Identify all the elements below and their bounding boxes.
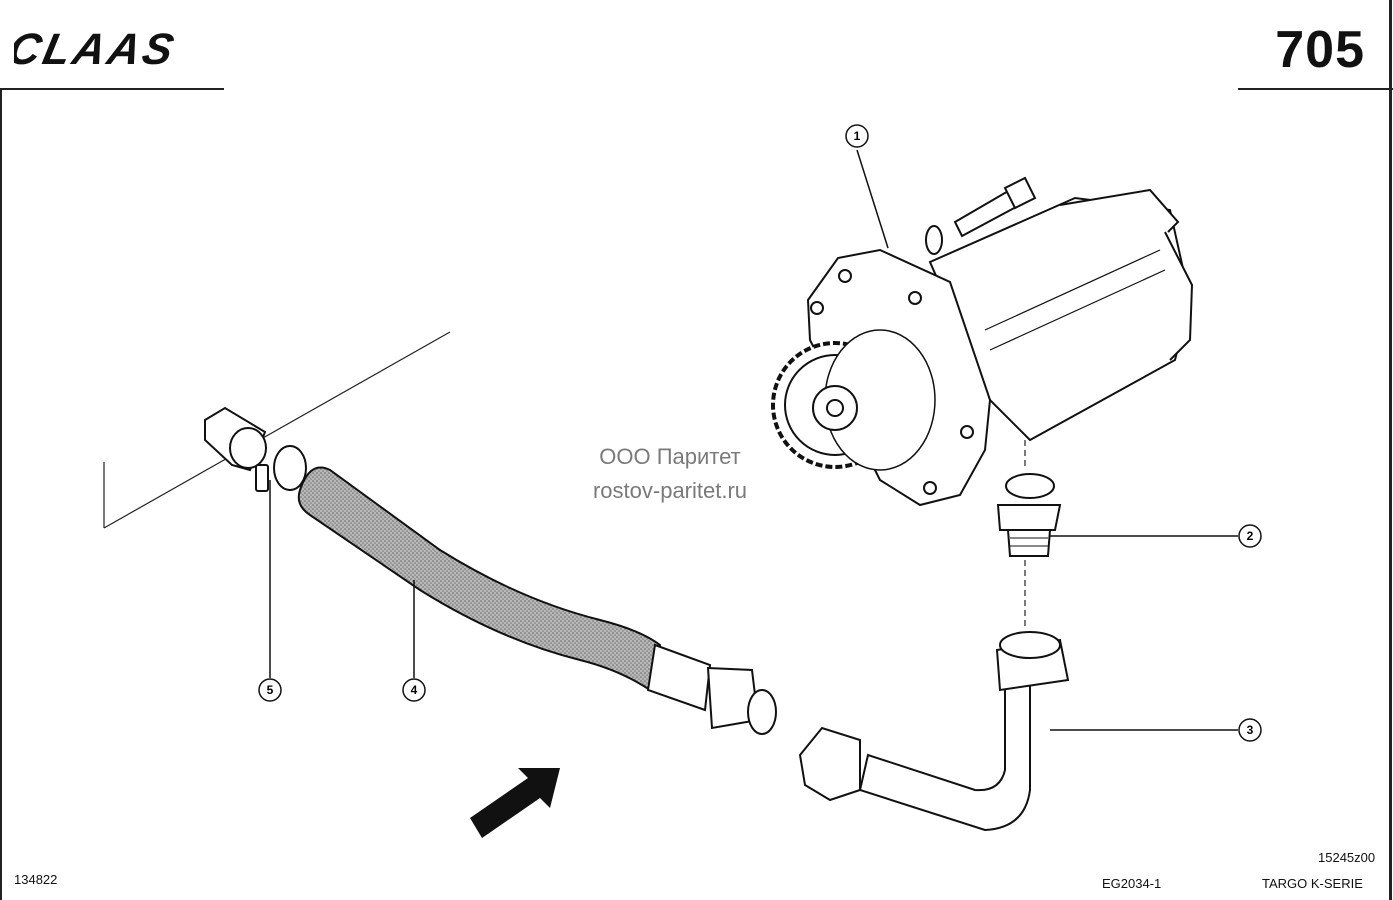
- callout-label-2: 2: [1247, 529, 1254, 543]
- brand-text: CLAAS: [14, 26, 181, 70]
- hose: [297, 466, 777, 735]
- left-border: [0, 88, 2, 900]
- callout-4: [402, 580, 426, 702]
- header-rule-left: [0, 88, 224, 90]
- bent-pipe: [798, 631, 1070, 832]
- header-rule-right: [1238, 88, 1393, 90]
- adapter-fitting: [996, 473, 1062, 557]
- document-number: 134822: [14, 872, 58, 887]
- callout-label-3: 3: [1247, 723, 1254, 737]
- construction-lines: [103, 331, 1026, 630]
- hydraulic-pump: [771, 176, 1194, 507]
- callout-label-4: 4: [411, 683, 418, 697]
- watermark-url: rostov-paritet.ru: [592, 478, 748, 503]
- callout-label-5: 5: [267, 683, 274, 697]
- series-name: TARGO K-SERIE: [1262, 876, 1363, 891]
- hose-clamp: [204, 406, 307, 492]
- right-border: [1389, 0, 1392, 900]
- callout-1: [845, 124, 889, 249]
- page-number: 705: [1275, 21, 1365, 79]
- group-code: EG2034-1: [1102, 876, 1162, 891]
- callout-2: [1050, 524, 1262, 548]
- claas-logo: CLAAS: [14, 26, 181, 70]
- callout-5: [258, 480, 282, 702]
- watermark-company: ООО Паритет: [599, 444, 741, 469]
- callout-3: [1050, 718, 1262, 742]
- watermark: ООО Паритет rostov-paritet.ru: [520, 440, 820, 508]
- view-direction-arrow-icon: [470, 768, 560, 838]
- drawing-id: 15245z00: [1318, 850, 1376, 865]
- callout-label-1: 1: [854, 129, 861, 143]
